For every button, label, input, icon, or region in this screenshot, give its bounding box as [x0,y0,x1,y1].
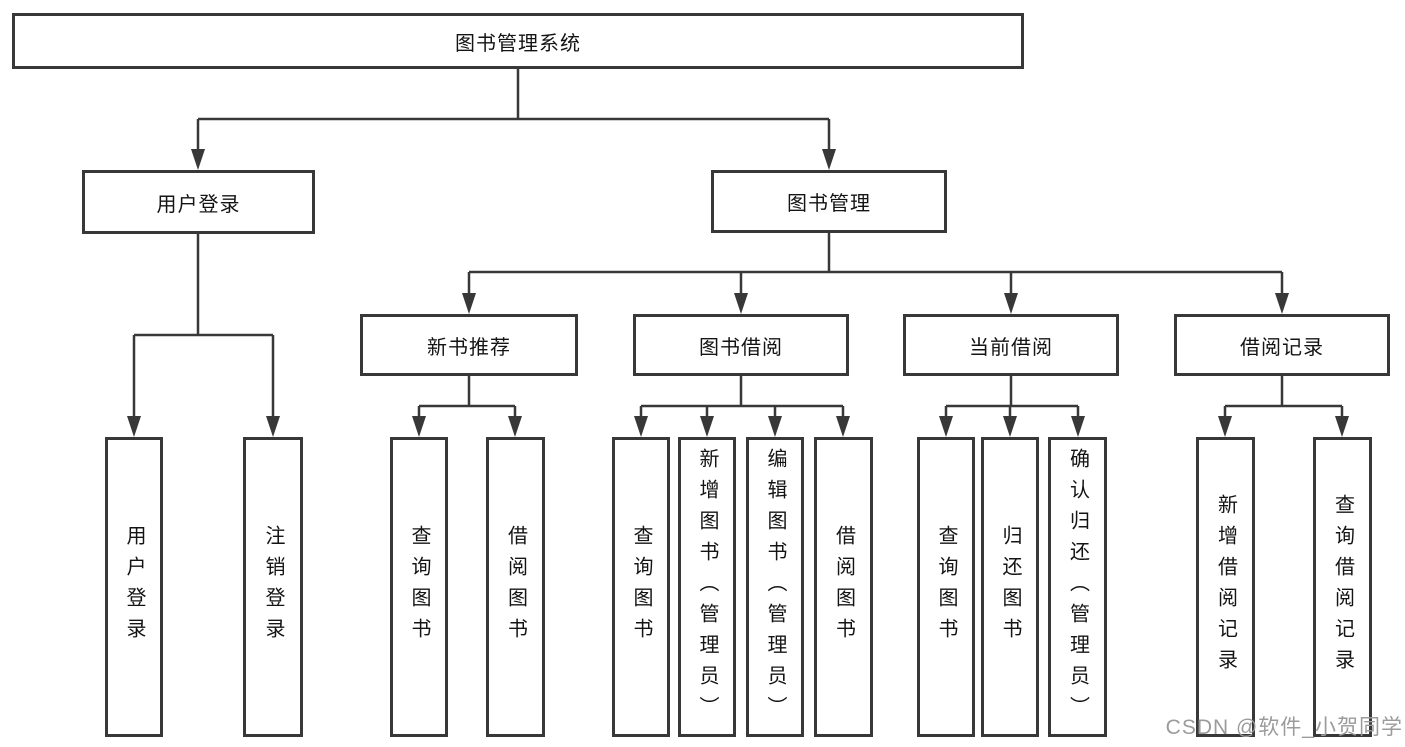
arrowheads [127,149,1349,437]
leaf-label: 注销登录 [262,525,284,649]
leaf-add-books-admin: 新增图书（管理员） [678,437,736,737]
node-new-book-recommend: 新书推荐 [360,314,578,376]
edge-bookborrow-to-leaves [639,376,845,421]
leaf-logout: 注销登录 [243,437,303,737]
leaf-label: 查询图书 [408,525,430,649]
leaf-label: 新增借阅记录 [1214,494,1237,680]
edge-borrowrecords-to-leaves [1223,376,1344,421]
edge-bookmgmt-to-level3 [467,233,1284,298]
leaf-edit-books-admin: 编辑图书（管理员） [746,437,804,737]
leaf-label: 查询图书 [630,525,652,649]
leaf-borrow-books: 借阅图书 [814,437,873,737]
edge-newbookrec-to-leaves [417,376,517,421]
leaf-label: 查询借阅记录 [1331,494,1354,680]
leaf-borrow-books-recommend: 借阅图书 [486,437,545,737]
leaf-query-books-current: 查询图书 [917,437,975,737]
leaf-label: 用户登录 [123,525,145,649]
leaf-confirm-return-admin: 确认归还（管理员） [1048,437,1107,737]
leaf-label: 确认归还（管理员） [1066,447,1089,727]
leaf-label: 编辑图书（管理员） [764,447,786,727]
leaf-add-borrow-record: 新增借阅记录 [1196,437,1255,737]
leaf-label: 查询图书 [935,525,957,649]
leaf-query-books-recommend: 查询图书 [390,437,448,737]
leaf-return-books: 归还图书 [981,437,1039,737]
edge-root-to-level2 [196,69,831,154]
leaf-label: 借阅图书 [832,525,855,649]
leaf-label: 借阅图书 [504,525,527,649]
edge-userlogin-to-leaves [132,234,275,421]
node-current-borrow: 当前借阅 [903,314,1119,376]
edge-currentborrow-to-leaves [944,376,1080,421]
node-root-system: 图书管理系统 [12,13,1024,69]
node-book-management: 图书管理 [711,170,947,233]
node-book-borrow: 图书借阅 [633,314,849,376]
leaf-label: 新增图书（管理员） [696,447,718,727]
csdn-watermark: CSDN @软件_小贺同学 [1165,716,1403,739]
leaf-query-books-borrow: 查询图书 [612,437,670,737]
node-user-login: 用户登录 [82,170,315,234]
leaf-query-borrow-record: 查询借阅记录 [1313,437,1372,737]
node-borrow-records: 借阅记录 [1174,314,1390,376]
leaf-label: 归还图书 [999,525,1021,649]
leaf-user-login: 用户登录 [105,437,163,737]
